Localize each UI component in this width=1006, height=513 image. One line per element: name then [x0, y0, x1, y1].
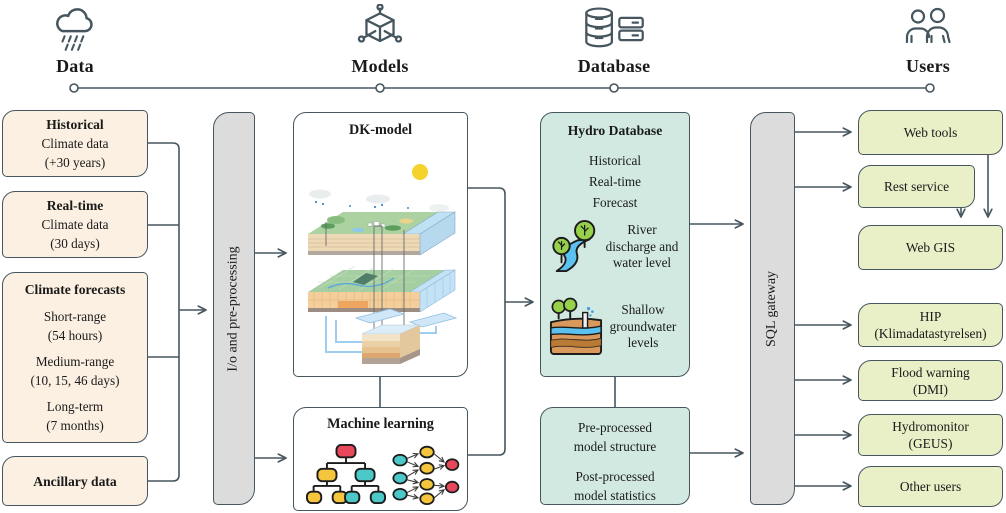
hydro-line-historical: Historical — [588, 153, 641, 168]
forecasts-title: Climate forecasts — [24, 282, 126, 297]
hydromonitor-label: Hydromonitor — [892, 419, 969, 434]
user-box-flood-warning: Flood warning (DMI) — [858, 360, 1003, 401]
historical-line2: (+30 years) — [44, 155, 106, 170]
section-label-users: Users — [906, 56, 950, 76]
historical-climate-box: Historical Climate data (+30 years) — [2, 110, 148, 177]
ancillary-title: Ancillary data — [33, 473, 117, 489]
groundwater-label: Shallow groundwater levels — [609, 302, 677, 351]
processed-model-box: Pre-processed model structure Post-proce… — [540, 407, 690, 505]
machine-learning-box: Machine learning — [293, 407, 468, 511]
forecast-item-name: Short-range — [43, 309, 107, 324]
hip-label: HIP — [919, 309, 942, 324]
hydro-database-title: Hydro Database — [567, 123, 663, 138]
river-icon — [552, 220, 596, 273]
decision-tree-icon — [306, 444, 386, 505]
io-preprocessing-bar: I/o and pre-processing — [213, 112, 255, 505]
realtime-title: Real-time — [46, 198, 104, 213]
io-bar-label: I/o and pre-processing — [226, 245, 241, 372]
two-users-icon — [905, 7, 951, 44]
dk-model-illustration — [308, 164, 458, 364]
postprocessed-line2: model statistics — [574, 488, 656, 503]
forecast-item-detail: (54 hours) — [47, 328, 103, 343]
forecast-item-name: Long-term — [46, 399, 104, 414]
flood-warning-label: Flood warning — [891, 364, 970, 380]
preprocessed-line1: Pre-processed — [578, 420, 652, 435]
cloud-rain-icon — [56, 8, 93, 51]
user-box-web-gis: Web GIS — [858, 225, 1003, 270]
user-box-hydromonitor: Hydromonitor (GEUS) — [858, 414, 1003, 456]
dk-model-title: DK-model — [348, 122, 413, 138]
forecast-item-detail: (10, 15, 46 days) — [30, 373, 120, 388]
machine-learning-title: Machine learning — [327, 416, 434, 432]
historical-title: Historical — [46, 117, 104, 132]
user-box-other-users: Other users — [858, 466, 1003, 507]
realtime-climate-box: Real-time Climate data (30 days) — [2, 191, 148, 258]
section-label-models: Models — [351, 56, 409, 76]
rest-service-label: Rest service — [883, 179, 950, 194]
section-header-models: Models — [320, 4, 440, 77]
sql-gateway-bar: SQL gateway — [750, 112, 795, 505]
other-users-label: Other users — [899, 479, 962, 494]
user-box-rest-service: Rest service — [858, 165, 975, 208]
user-box-hip: HIP (Klimadatastyrelsen) — [858, 303, 1003, 347]
section-header-database: Database — [551, 4, 677, 77]
forecast-item-detail: (7 months) — [46, 418, 104, 433]
forecast-item-name: Medium-range — [35, 354, 115, 369]
climate-forecasts-box: Climate forecasts Short-range (54 hours)… — [2, 272, 148, 443]
section-label-database: Database — [577, 56, 651, 76]
river-discharge-label: River discharge and water level — [605, 222, 679, 271]
user-box-web-tools: Web tools — [858, 110, 1003, 155]
flood-warning-sublabel: (DMI) — [913, 381, 948, 397]
timeline-nodes — [69, 83, 935, 93]
realtime-line1: Climate data — [41, 217, 109, 232]
hydro-database-box: Hydro Database Historical Real-time Fore… — [540, 112, 690, 377]
historical-line1: Climate data — [41, 136, 109, 151]
hip-sublabel: (Klimadatastyrelsen) — [874, 326, 987, 341]
section-label-data: Data — [56, 56, 94, 76]
ancillary-data-box: Ancillary data — [2, 456, 148, 506]
section-header-users: Users — [868, 4, 988, 77]
sql-bar-label: SQL gateway — [764, 270, 780, 347]
section-header-data: Data — [15, 4, 135, 77]
hydromonitor-sublabel: (GEUS) — [908, 436, 953, 451]
preprocessed-line2: model structure — [573, 439, 657, 454]
hydro-line-forecast: Forecast — [592, 195, 638, 210]
neural-network-icon — [392, 445, 460, 506]
web-tools-label: Web tools — [903, 125, 958, 140]
web-gis-label: Web GIS — [905, 240, 956, 255]
hydro-line-realtime: Real-time — [589, 174, 641, 189]
cube-3d-icon — [357, 4, 403, 43]
groundwater-icon — [549, 297, 603, 355]
database-servers-icon — [585, 7, 644, 48]
dk-model-box: DK-model — [293, 112, 468, 377]
postprocessed-line1: Post-processed — [575, 469, 655, 484]
realtime-line2: (30 days) — [50, 236, 100, 251]
